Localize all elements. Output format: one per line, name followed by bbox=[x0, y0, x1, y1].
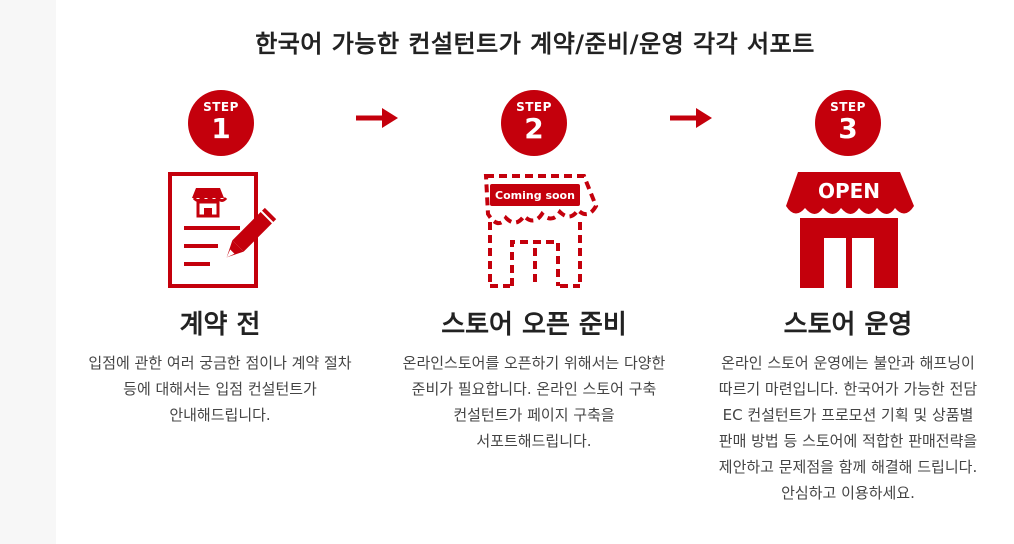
step-3-badge-number: 3 bbox=[838, 112, 858, 145]
store-coming-soon-icon: Coming soon bbox=[483, 174, 599, 288]
step-3: STEP 3 OPEN 스토어 운영 온라인 스토어 운영에는 불안과 해프닝이… bbox=[698, 0, 998, 544]
step-1-heading: 계약 전 bbox=[179, 310, 261, 340]
step-2-badge: STEP 2 bbox=[501, 90, 567, 156]
arrow-right-icon bbox=[670, 108, 712, 128]
contract-document-icon bbox=[168, 172, 277, 288]
arrow-right-icon bbox=[356, 108, 398, 128]
step-3-heading: 스토어 운영 bbox=[783, 310, 913, 340]
open-label: OPEN bbox=[818, 179, 880, 203]
step-3-badge: STEP 3 bbox=[815, 90, 881, 156]
step-2-heading: 스토어 오픈 준비 bbox=[441, 310, 627, 340]
step-1-badge: STEP 1 bbox=[188, 90, 254, 156]
section-title: 한국어 가능한 컨설턴트가 계약/준비/운영 각각 서포트 bbox=[255, 30, 815, 58]
step-1-badge-number: 1 bbox=[211, 112, 231, 145]
step-1-description: 입점에 관한 여러 궁금한 점이나 계약 절차 등에 대해서는 입점 컨설턴트가… bbox=[88, 354, 352, 424]
step-1-badge-word: STEP bbox=[203, 100, 239, 114]
coming-soon-label: Coming soon bbox=[495, 189, 575, 202]
store-open-icon: OPEN bbox=[786, 172, 914, 288]
step-2-description: 온라인스토어를 오픈하기 위해서는 다양한 준비가 필요합니다. 온라인 스토어… bbox=[402, 354, 666, 450]
step-3-description: 온라인 스토어 운영에는 불안과 해프닝이 따르기 마련입니다. 한국어가 가능… bbox=[718, 354, 978, 502]
step-2: STEP 2 Coming soon 스토어 오픈 준비 온라인스토어를 오픈하… bbox=[384, 0, 684, 544]
step-2-badge-number: 2 bbox=[524, 112, 544, 145]
step-3-badge-word: STEP bbox=[830, 100, 866, 114]
step-1: STEP 1 계약 전 입점에 관한 여러 궁금한 점이나 계약 절차 등에 대… bbox=[70, 0, 370, 544]
step-2-badge-word: STEP bbox=[516, 100, 552, 114]
